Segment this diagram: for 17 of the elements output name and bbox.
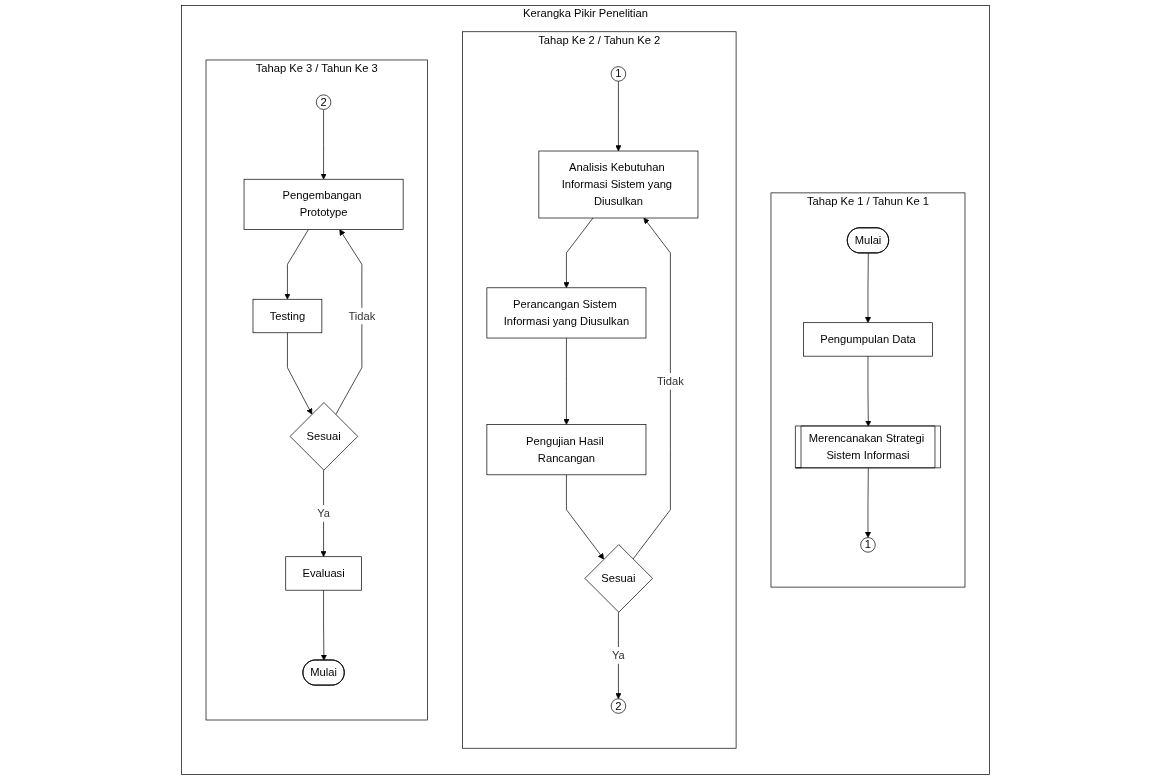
node-box: Pengembangan Prototype <box>243 178 404 230</box>
node-box: Testing <box>252 298 323 334</box>
edge-label: Tidak <box>656 375 684 387</box>
node-box: Evaluasi <box>285 556 362 591</box>
node-circle: 1 <box>610 66 627 82</box>
node-circle: 1 <box>860 537 876 553</box>
node-diamond: Sesuai <box>289 402 359 471</box>
node-box: Analisis Kebutuhan Informasi Sistem yang Diusulkan <box>538 150 699 219</box>
node-circle: 2 <box>315 94 332 110</box>
node-box: Perancangan Sistem Informasi yang Diusulkan <box>486 287 647 339</box>
edge-label: Ya <box>317 507 330 520</box>
edge-label: Ya <box>612 649 625 662</box>
edge-label: Tidak <box>348 309 376 322</box>
node-diamond: Sesuai <box>584 544 653 613</box>
node-box: Pengumpulan Data <box>803 322 933 357</box>
node-circle: 2 <box>610 698 627 714</box>
node-box: Pengujian Hasil Rancangan <box>486 424 647 476</box>
